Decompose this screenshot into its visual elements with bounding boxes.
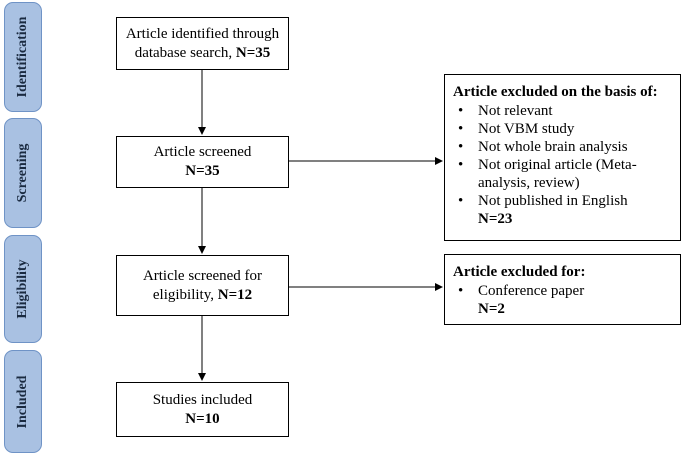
exclusion-reason: Not published in English [453, 192, 672, 210]
included-box: Studies included N=10 [116, 382, 289, 437]
eligibility-text-prefix: eligibility, [152, 286, 218, 303]
exclusion-reason: Not whole brain analysis [453, 138, 672, 156]
phase-included-label: Included [15, 375, 30, 428]
screened-box: Article screened N=35 [116, 136, 289, 188]
phase-screening: Screening [4, 118, 42, 228]
exclusion-reason: Not VBM study [453, 120, 672, 138]
phase-included: Included [4, 350, 42, 453]
eligibility-exclusion-box: Article excluded for: Conference paper N… [444, 254, 681, 325]
included-count: N=10 [185, 410, 220, 427]
screening-exclusion-list: Not relevant Not VBM study Not whole bra… [453, 102, 672, 210]
phase-screening-label: Screening [15, 143, 30, 203]
eligibility-exclusion-count: N=2 [478, 301, 505, 317]
eligibility-text-line1: Article screened for [142, 267, 263, 284]
screened-count: N=35 [185, 163, 220, 179]
screened-text: Article screened [153, 144, 252, 160]
phase-eligibility-label: Eligibility [15, 259, 30, 319]
identified-box: Article identified through database sear… [116, 17, 289, 70]
eligibility-count: N=12 [217, 286, 253, 303]
eligibility-box: Article screened for eligibility, N=12 [116, 255, 289, 316]
identified-text-line2: database search, N=35 [135, 44, 271, 63]
exclusion-reason: Not original article (Meta-analysis, rev… [453, 156, 672, 192]
eligibility-text-line2: eligibility, N=12 [153, 286, 252, 305]
phase-identification-label: Identification [15, 16, 30, 98]
screening-exclusion-count: N=23 [478, 211, 513, 227]
eligibility-exclusion-title: Article excluded for: [453, 264, 586, 280]
identified-count: N=35 [235, 44, 271, 61]
phase-identification: Identification [4, 2, 42, 112]
identified-text-prefix: database search, [134, 44, 236, 61]
included-text: Studies included [152, 391, 253, 408]
eligibility-exclusion-list: Conference paper [453, 282, 672, 300]
screening-exclusion-title: Article excluded on the basis of: [453, 84, 658, 100]
phase-eligibility: Eligibility [4, 235, 42, 343]
exclusion-reason: Conference paper [453, 282, 672, 300]
screening-exclusion-box: Article excluded on the basis of: Not re… [444, 74, 681, 241]
exclusion-reason: Not relevant [453, 102, 672, 120]
identified-text-line1: Article identified through [125, 25, 280, 42]
